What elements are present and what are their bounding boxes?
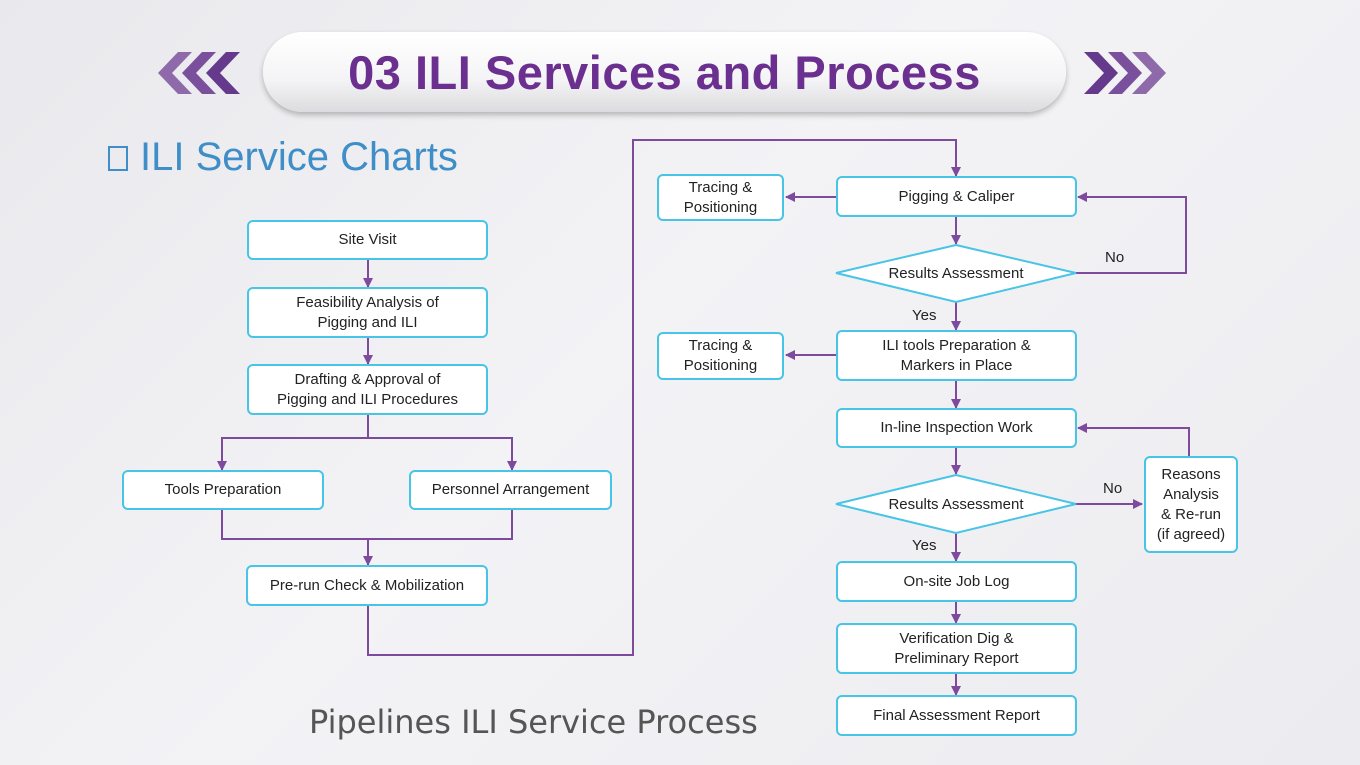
edge-reasons-inline bbox=[1077, 423, 1190, 456]
header-banner: 03 ILI Services and Process bbox=[263, 32, 1066, 112]
edge-results1-no bbox=[1075, 192, 1187, 274]
edge-merge bbox=[221, 509, 513, 540]
figure-caption: Pipelines ILI Service Process bbox=[309, 703, 758, 741]
edge-label-yes-2: Yes bbox=[912, 537, 937, 554]
node-feasibility-analysis: Feasibility Analysis of Pigging and ILI bbox=[247, 287, 488, 338]
edge-label-no-1: No bbox=[1105, 249, 1125, 266]
section-heading: ILI Service Charts bbox=[108, 132, 458, 182]
node-pigging-caliper: Pigging & Caliper bbox=[836, 176, 1077, 217]
square-bullet-icon bbox=[108, 145, 128, 171]
edge-label-no-2: No bbox=[1103, 480, 1123, 497]
node-onsite-job-log: On-site Job Log bbox=[836, 561, 1077, 602]
node-tools-preparation: Tools Preparation bbox=[122, 470, 324, 510]
node-verification-dig: Verification Dig & Preliminary Report bbox=[836, 623, 1077, 674]
node-ili-tools-preparation: ILI tools Preparation & Markers in Place bbox=[836, 330, 1077, 381]
edge-label-yes-1: Yes bbox=[912, 307, 937, 324]
page-title: 03 ILI Services and Process bbox=[348, 45, 981, 99]
decision-diamond-2 bbox=[835, 473, 1077, 535]
decision-diamond-1 bbox=[835, 243, 1077, 304]
right-chevrons-icon bbox=[1084, 52, 1166, 94]
node-tracing-positioning-1: Tracing & Positioning bbox=[657, 174, 784, 221]
edge-prerun-pigging bbox=[367, 139, 961, 656]
node-site-visit: Site Visit bbox=[247, 220, 488, 260]
node-reasons-analysis: Reasons Analysis & Re-run (if agreed) bbox=[1144, 456, 1238, 553]
node-prerun-check: Pre-run Check & Mobilization bbox=[246, 565, 488, 606]
left-chevrons-icon bbox=[158, 52, 240, 94]
node-drafting-approval: Drafting & Approval of Pigging and ILI P… bbox=[247, 364, 488, 415]
node-personnel-arrangement: Personnel Arrangement bbox=[409, 470, 612, 510]
node-inline-inspection: In-line Inspection Work bbox=[836, 408, 1077, 448]
decision-label-1: Results Assessment bbox=[888, 264, 1024, 282]
node-tracing-positioning-2: Tracing & Positioning bbox=[657, 332, 784, 380]
edge-drafting-tools bbox=[217, 414, 369, 471]
node-final-assessment-report: Final Assessment Report bbox=[836, 695, 1077, 736]
section-title: ILI Service Charts bbox=[140, 134, 458, 179]
edge-drafting-personnel bbox=[368, 437, 517, 471]
decision-label-2: Results Assessment bbox=[888, 495, 1024, 513]
